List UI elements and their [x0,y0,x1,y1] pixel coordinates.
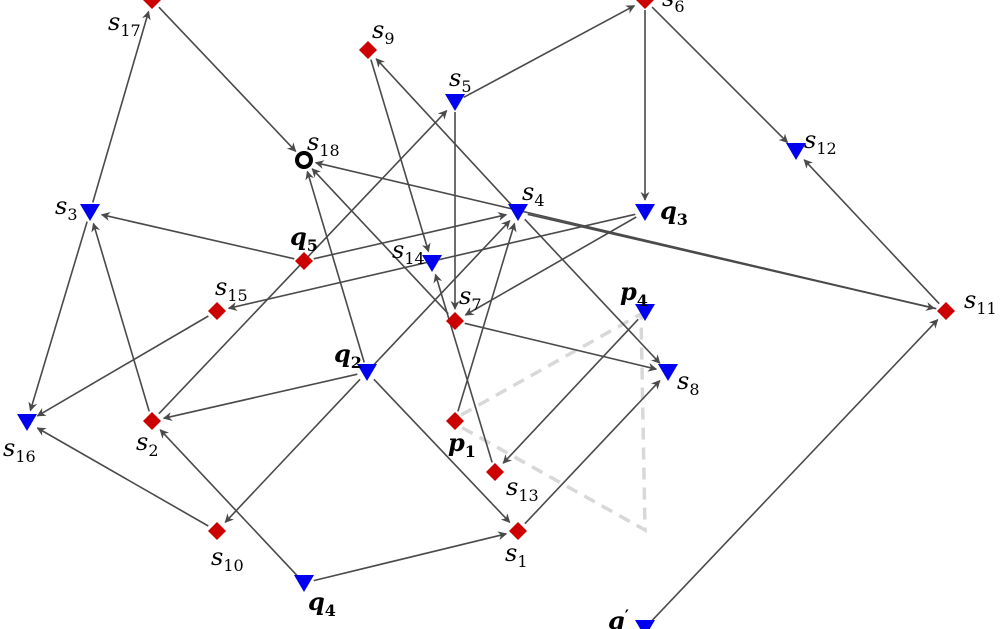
node-q4 [294,575,314,592]
edge-s4-to-s11 [527,213,936,311]
node-s14 [422,255,442,272]
label-s13: s13 [506,473,539,505]
edge-q5-to-s3 [100,212,295,260]
edge-q2-to-s2 [162,373,358,421]
edge-q4-to-s1 [313,531,508,582]
edge-q2-to-s10 [224,378,361,523]
edge-s13-to-s14 [433,273,493,463]
node-s11 [937,302,955,320]
label-s11: s11 [964,286,997,318]
label-s16: s16 [3,434,36,466]
node-s4 [508,204,528,221]
edge-q1p-to-s11 [651,319,939,622]
labels: s17 s9 s5 s6 s12 s18 s3 s4 q3 q5 s14 s15 s7 p4 s11 q2 s8… [3,0,997,629]
edge-s4-to-s9 [375,58,512,206]
edge-q2-to-s4 [373,220,511,366]
label-s15: s15 [215,273,248,305]
node-s5 [445,94,465,111]
node-q3 [635,204,655,221]
edge-s10-to-s16 [36,427,209,527]
edge-s4-to-s8 [524,218,661,364]
dashed-triangle-outline [460,311,647,534]
node-s6 [636,0,654,9]
edge-p4-to-s13 [502,318,639,464]
node-s3 [80,204,100,221]
node-q5 [295,252,313,270]
edge-s1-to-s8 [524,380,661,525]
dashed-triangle [460,311,647,534]
node-s9 [359,41,377,59]
label-q4: q4 [308,587,336,620]
node-s2 [143,412,161,430]
nodes [17,0,955,629]
edge-s3-to-s17 [92,10,151,203]
edge-p1-to-s4 [457,222,517,412]
label-s18: s18 [307,128,340,160]
node-q2 [357,364,377,381]
edge-q2-to-s1 [373,378,511,523]
edge-q3-to-s7 [464,216,637,316]
node-s10 [208,522,226,540]
node-s12 [786,143,806,160]
label-s3: s3 [55,192,78,224]
node-s1 [509,522,527,540]
label-s12: s12 [804,126,837,158]
edge-q5-to-s4 [313,212,508,260]
node-p1 [446,412,464,430]
label-s5: s5 [449,64,472,96]
edge-s15-to-s16 [36,315,209,417]
node-s7 [446,312,464,330]
label-s7: s7 [459,282,482,314]
node-s16 [17,414,37,431]
label-s6: s6 [662,0,685,16]
label-s17: s17 [108,8,141,40]
label-p1: p1 [448,428,476,461]
node-p4 [635,304,655,321]
edge-s11-to-s12 [803,159,940,305]
edge-q4-to-s2 [159,429,298,577]
label-s14: s14 [392,236,425,268]
label-s8: s8 [677,367,700,399]
node-s13 [486,463,504,481]
label-q3: q3 [660,196,688,229]
label-s2: s2 [136,428,159,460]
label-q5: q5 [290,222,318,255]
label-s4: s4 [522,178,545,210]
edge-s3-to-s16 [28,221,88,412]
edge-s17-to-s18 [158,6,297,152]
edge-s9-to-s14 [370,59,431,253]
label-s1: s1 [505,539,528,571]
node-s17 [143,0,161,9]
node-s15 [208,302,226,320]
node-s8 [658,364,678,381]
label-q1p: q′ [608,606,629,629]
edge-s5-to-s6 [463,4,636,99]
label-s9: s9 [372,16,395,48]
label-p4: p4 [620,277,648,310]
edge-q2-to-s18 [305,170,365,363]
node-s18 [295,151,313,169]
edge-s2-to-s3 [91,222,150,412]
label-s10: s10 [211,543,244,575]
edge-s6-to-s12 [651,6,789,144]
edge-s7-to-s18 [311,168,449,315]
edges [28,4,940,622]
edge-s7-to-s8 [464,322,658,372]
label-q2: q2 [334,339,362,372]
node-q1p [635,620,655,629]
